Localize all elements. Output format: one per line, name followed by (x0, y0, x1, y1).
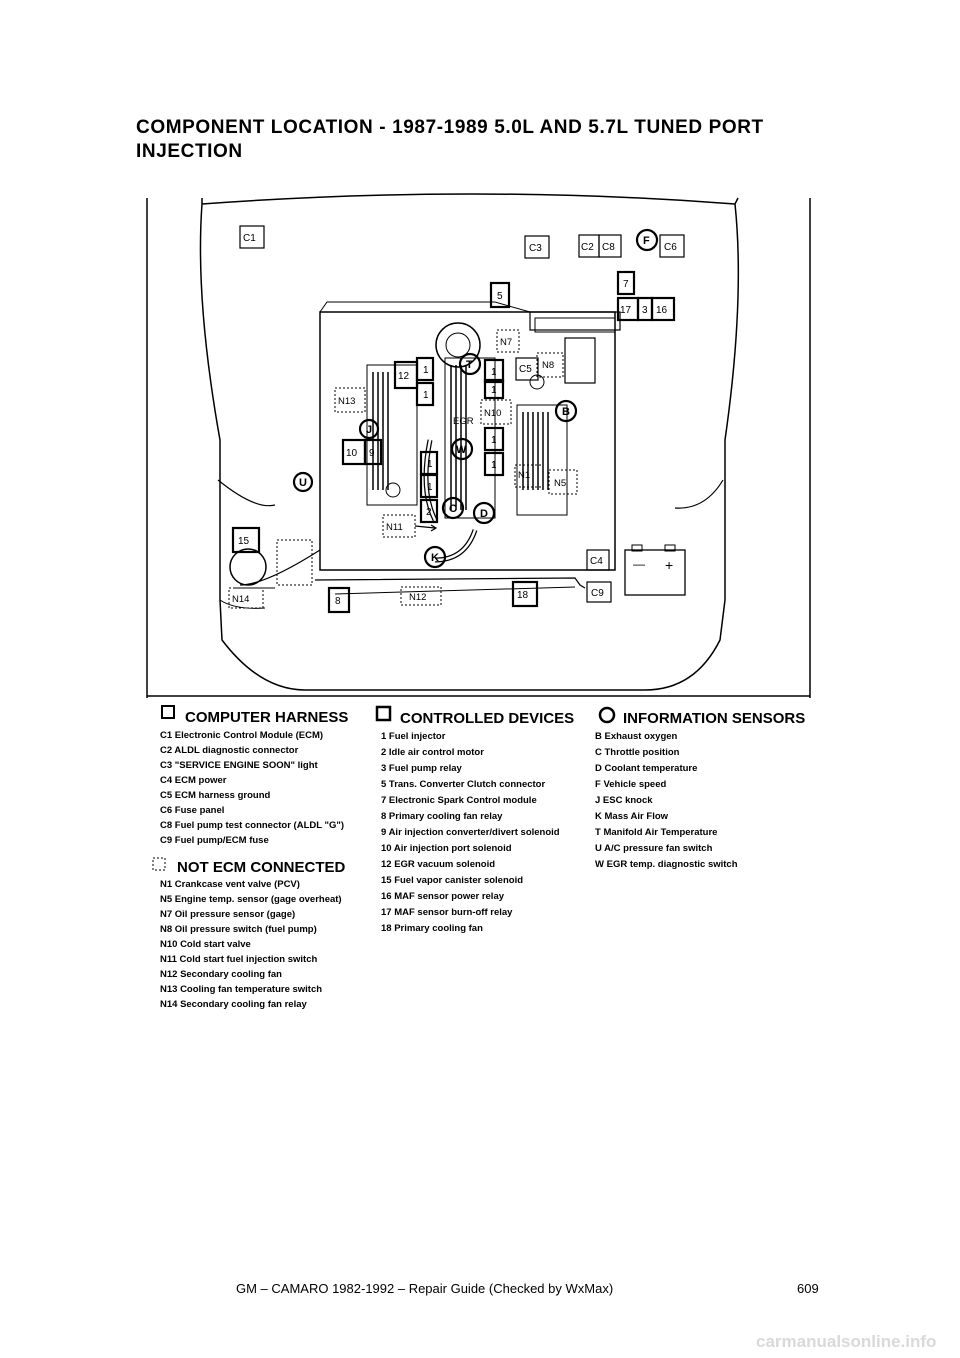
label-d: D (480, 508, 488, 520)
label-1d: 1 (491, 385, 497, 396)
label-10: 10 (346, 448, 358, 459)
label-c8: C8 (602, 242, 615, 253)
legend-item: 17 MAF sensor burn-off relay (381, 907, 513, 918)
label-c1: C1 (243, 233, 256, 244)
label-9: 9 (369, 448, 375, 459)
label-7: 7 (623, 279, 629, 290)
legend-item: N10 Cold start valve (160, 939, 251, 950)
label-c2: C2 (581, 242, 594, 253)
legend-item: 7 Electronic Spark Control module (381, 795, 537, 806)
label-1g: 1 (427, 459, 433, 470)
legend-item: C8 Fuel pump test connector (ALDL "G") (160, 820, 344, 831)
legend-item: C9 Fuel pump/ECM fuse (160, 835, 269, 846)
label-k: K (431, 552, 439, 564)
legend-item: D Coolant temperature (595, 763, 697, 774)
label-n8: N8 (542, 360, 554, 371)
label-3: 3 (642, 305, 648, 316)
legend-computer-harness-heading: COMPUTER HARNESS (185, 709, 348, 726)
legend-item: B Exhaust oxygen (595, 731, 678, 742)
legend-item: J ESC knock (595, 795, 653, 806)
legend-item: N12 Secondary cooling fan (160, 969, 282, 980)
label-1h: 1 (427, 482, 433, 493)
legend-item: C2 ALDL diagnostic connector (160, 745, 299, 756)
label-n14: N14 (232, 594, 249, 605)
label-w: W (456, 444, 467, 456)
label-egr: EGR (453, 416, 474, 427)
label-j: J (366, 424, 372, 436)
legend-item: 10 Air injection port solenoid (381, 843, 512, 854)
legend-controlled-devices-heading: CONTROLLED DEVICES (400, 710, 574, 727)
label-n13: N13 (338, 396, 355, 407)
label-n5: N5 (554, 478, 566, 489)
label-c4: C4 (590, 556, 603, 567)
label-8: 8 (335, 596, 341, 607)
label-15: 15 (238, 536, 250, 547)
battery-minus: — (633, 557, 645, 571)
label-17: 17 (620, 305, 632, 316)
label-c9: C9 (591, 588, 604, 599)
label-12: 12 (398, 371, 410, 382)
legend-item: C6 Fuse panel (160, 805, 224, 816)
legend-item: N5 Engine temp. sensor (gage overheat) (160, 894, 342, 905)
label-c6: C6 (664, 242, 677, 253)
label-5: 5 (497, 291, 503, 302)
legend-item: 5 Trans. Converter Clutch connector (381, 779, 545, 790)
legend-item: 16 MAF sensor power relay (381, 891, 505, 902)
legend-item: N11 Cold start fuel injection switch (160, 954, 318, 965)
label-c: C (449, 503, 457, 515)
page-number: 609 (797, 1281, 819, 1296)
watermark: carmanualsonline.info (756, 1332, 937, 1351)
battery-plus: + (665, 557, 673, 573)
legend-item: 15 Fuel vapor canister solenoid (381, 875, 523, 886)
label-n10: N10 (484, 408, 501, 419)
label-2: 2 (426, 507, 432, 518)
label-18: 18 (517, 590, 529, 601)
label-1f: 1 (491, 460, 497, 471)
legend-item: C5 ECM harness ground (160, 790, 271, 801)
label-1a: 1 (423, 365, 429, 376)
legend-item: N8 Oil pressure switch (fuel pump) (160, 924, 317, 935)
legend-item: 1 Fuel injector (381, 731, 446, 742)
legend-item: W EGR temp. diagnostic switch (595, 859, 738, 870)
label-f: F (643, 235, 650, 247)
legend-item: 3 Fuel pump relay (381, 763, 462, 774)
legend-item: C3 "SERVICE ENGINE SOON" light (160, 760, 319, 771)
label-1e: 1 (491, 435, 497, 446)
legend-item: N7 Oil pressure sensor (gage) (160, 909, 295, 920)
legend-not-ecm-heading: NOT ECM CONNECTED (177, 859, 346, 876)
label-16: 16 (656, 305, 668, 316)
legend-item: U A/C pressure fan switch (595, 843, 713, 854)
label-u: U (299, 477, 307, 489)
legend-item: 18 Primary cooling fan (381, 923, 483, 934)
label-c5: C5 (519, 364, 532, 375)
legend-item: 9 Air injection converter/divert solenoi… (381, 827, 560, 838)
label-1b: 1 (423, 390, 429, 401)
label-n1: N1 (518, 470, 530, 481)
legend-item: 12 EGR vacuum solenoid (381, 859, 495, 870)
legend-item: N13 Cooling fan temperature switch (160, 984, 322, 995)
legend-item: C4 ECM power (160, 775, 227, 786)
label-1c: 1 (491, 367, 497, 378)
label-t: T (466, 359, 473, 371)
legend-item: 2 Idle air control motor (381, 747, 484, 758)
legend-item: N14 Secondary cooling fan relay (160, 999, 307, 1010)
label-b: B (562, 406, 570, 418)
label-n7: N7 (500, 337, 512, 348)
legend-information-sensors-heading: INFORMATION SENSORS (623, 710, 805, 727)
legend-item: 8 Primary cooling fan relay (381, 811, 503, 822)
legend-item: C1 Electronic Control Module (ECM) (160, 730, 323, 741)
label-n12: N12 (409, 592, 426, 603)
legend-item: K Mass Air Flow (595, 811, 669, 822)
page-title: COMPONENT LOCATION - 1987-1989 5.0L AND … (136, 117, 764, 162)
legend-item: N1 Crankcase vent valve (PCV) (160, 879, 300, 890)
legend-item: F Vehicle speed (595, 779, 666, 790)
label-c3: C3 (529, 243, 542, 254)
component-location-diagram: — + C1 C3 C2 C8 C6 C5 C4 C9 (145, 190, 825, 1020)
label-n11: N11 (386, 522, 403, 533)
legend-item: C Throttle position (595, 747, 680, 758)
legend-item: T Manifold Air Temperature (595, 827, 717, 838)
page-footer: GM – CAMARO 1982-1992 – Repair Guide (Ch… (236, 1281, 614, 1296)
